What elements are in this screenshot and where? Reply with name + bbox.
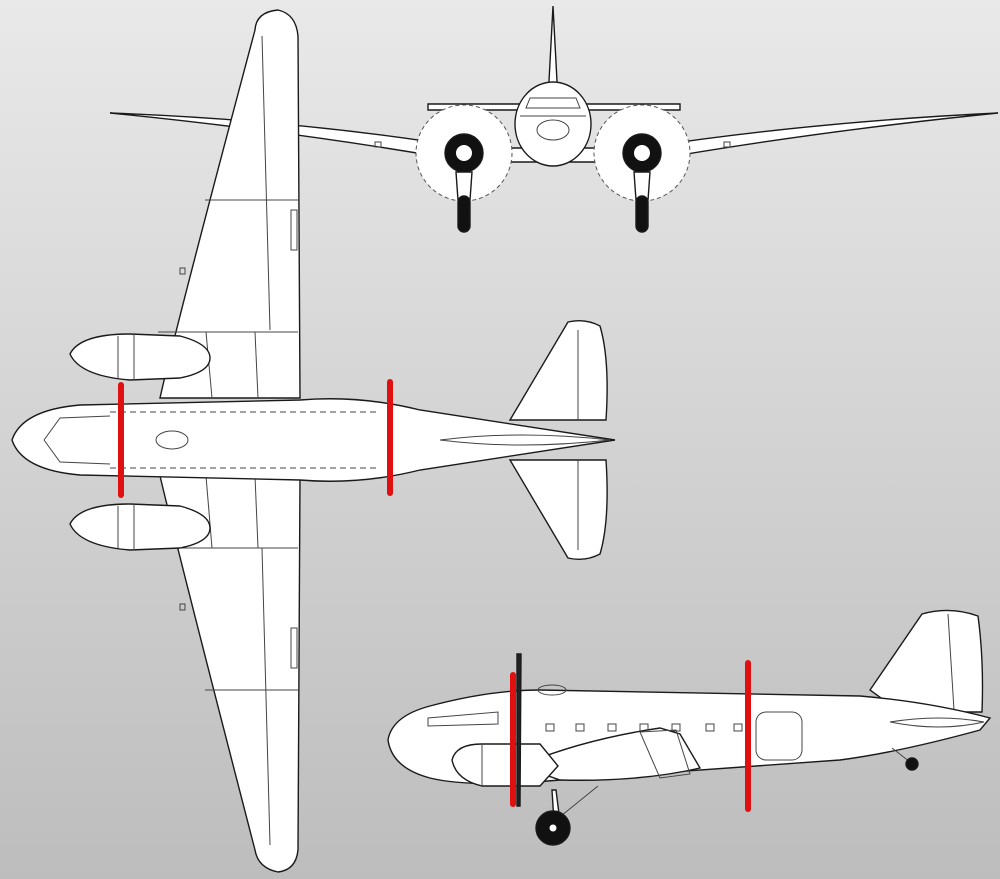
right-wing-marker xyxy=(723,141,731,148)
side-astrodome xyxy=(537,684,567,696)
upper-tailplane xyxy=(508,319,608,421)
top-fuselage xyxy=(11,398,616,482)
front-nose-cap xyxy=(536,119,570,141)
cut-lines xyxy=(118,379,751,812)
top-astrodome xyxy=(155,430,189,450)
left-engine-hub xyxy=(454,143,474,163)
side-rudder-line xyxy=(947,613,955,711)
side-tail-wheel xyxy=(905,757,919,771)
side-cockpit-windows xyxy=(427,711,499,727)
side-nacelle xyxy=(451,743,559,787)
right-front-wheel xyxy=(635,195,649,233)
side-tailcone-fairing xyxy=(889,717,985,728)
front-fuselage xyxy=(514,81,592,167)
upper-wing xyxy=(159,9,301,399)
wing-panel-lines xyxy=(158,35,298,846)
upper-nacelle xyxy=(69,333,211,381)
top-view xyxy=(11,9,616,873)
side-propeller xyxy=(516,653,522,807)
left-wing-marker xyxy=(374,141,382,148)
lower-wing xyxy=(159,475,301,873)
side-cargo-door xyxy=(755,711,803,761)
side-view xyxy=(387,609,992,846)
left-front-wheel xyxy=(457,195,471,233)
lower-nacelle xyxy=(69,503,211,551)
top-cockpit-canopy xyxy=(43,415,111,465)
side-main-wheel-hub xyxy=(548,823,558,833)
lower-tailplane xyxy=(508,459,608,561)
front-windshield xyxy=(525,97,581,109)
top-fuselage-spine xyxy=(439,434,611,446)
side-fin xyxy=(869,609,984,713)
side-flap xyxy=(639,729,691,779)
front-view xyxy=(109,5,999,233)
right-engine-hub xyxy=(632,143,652,163)
